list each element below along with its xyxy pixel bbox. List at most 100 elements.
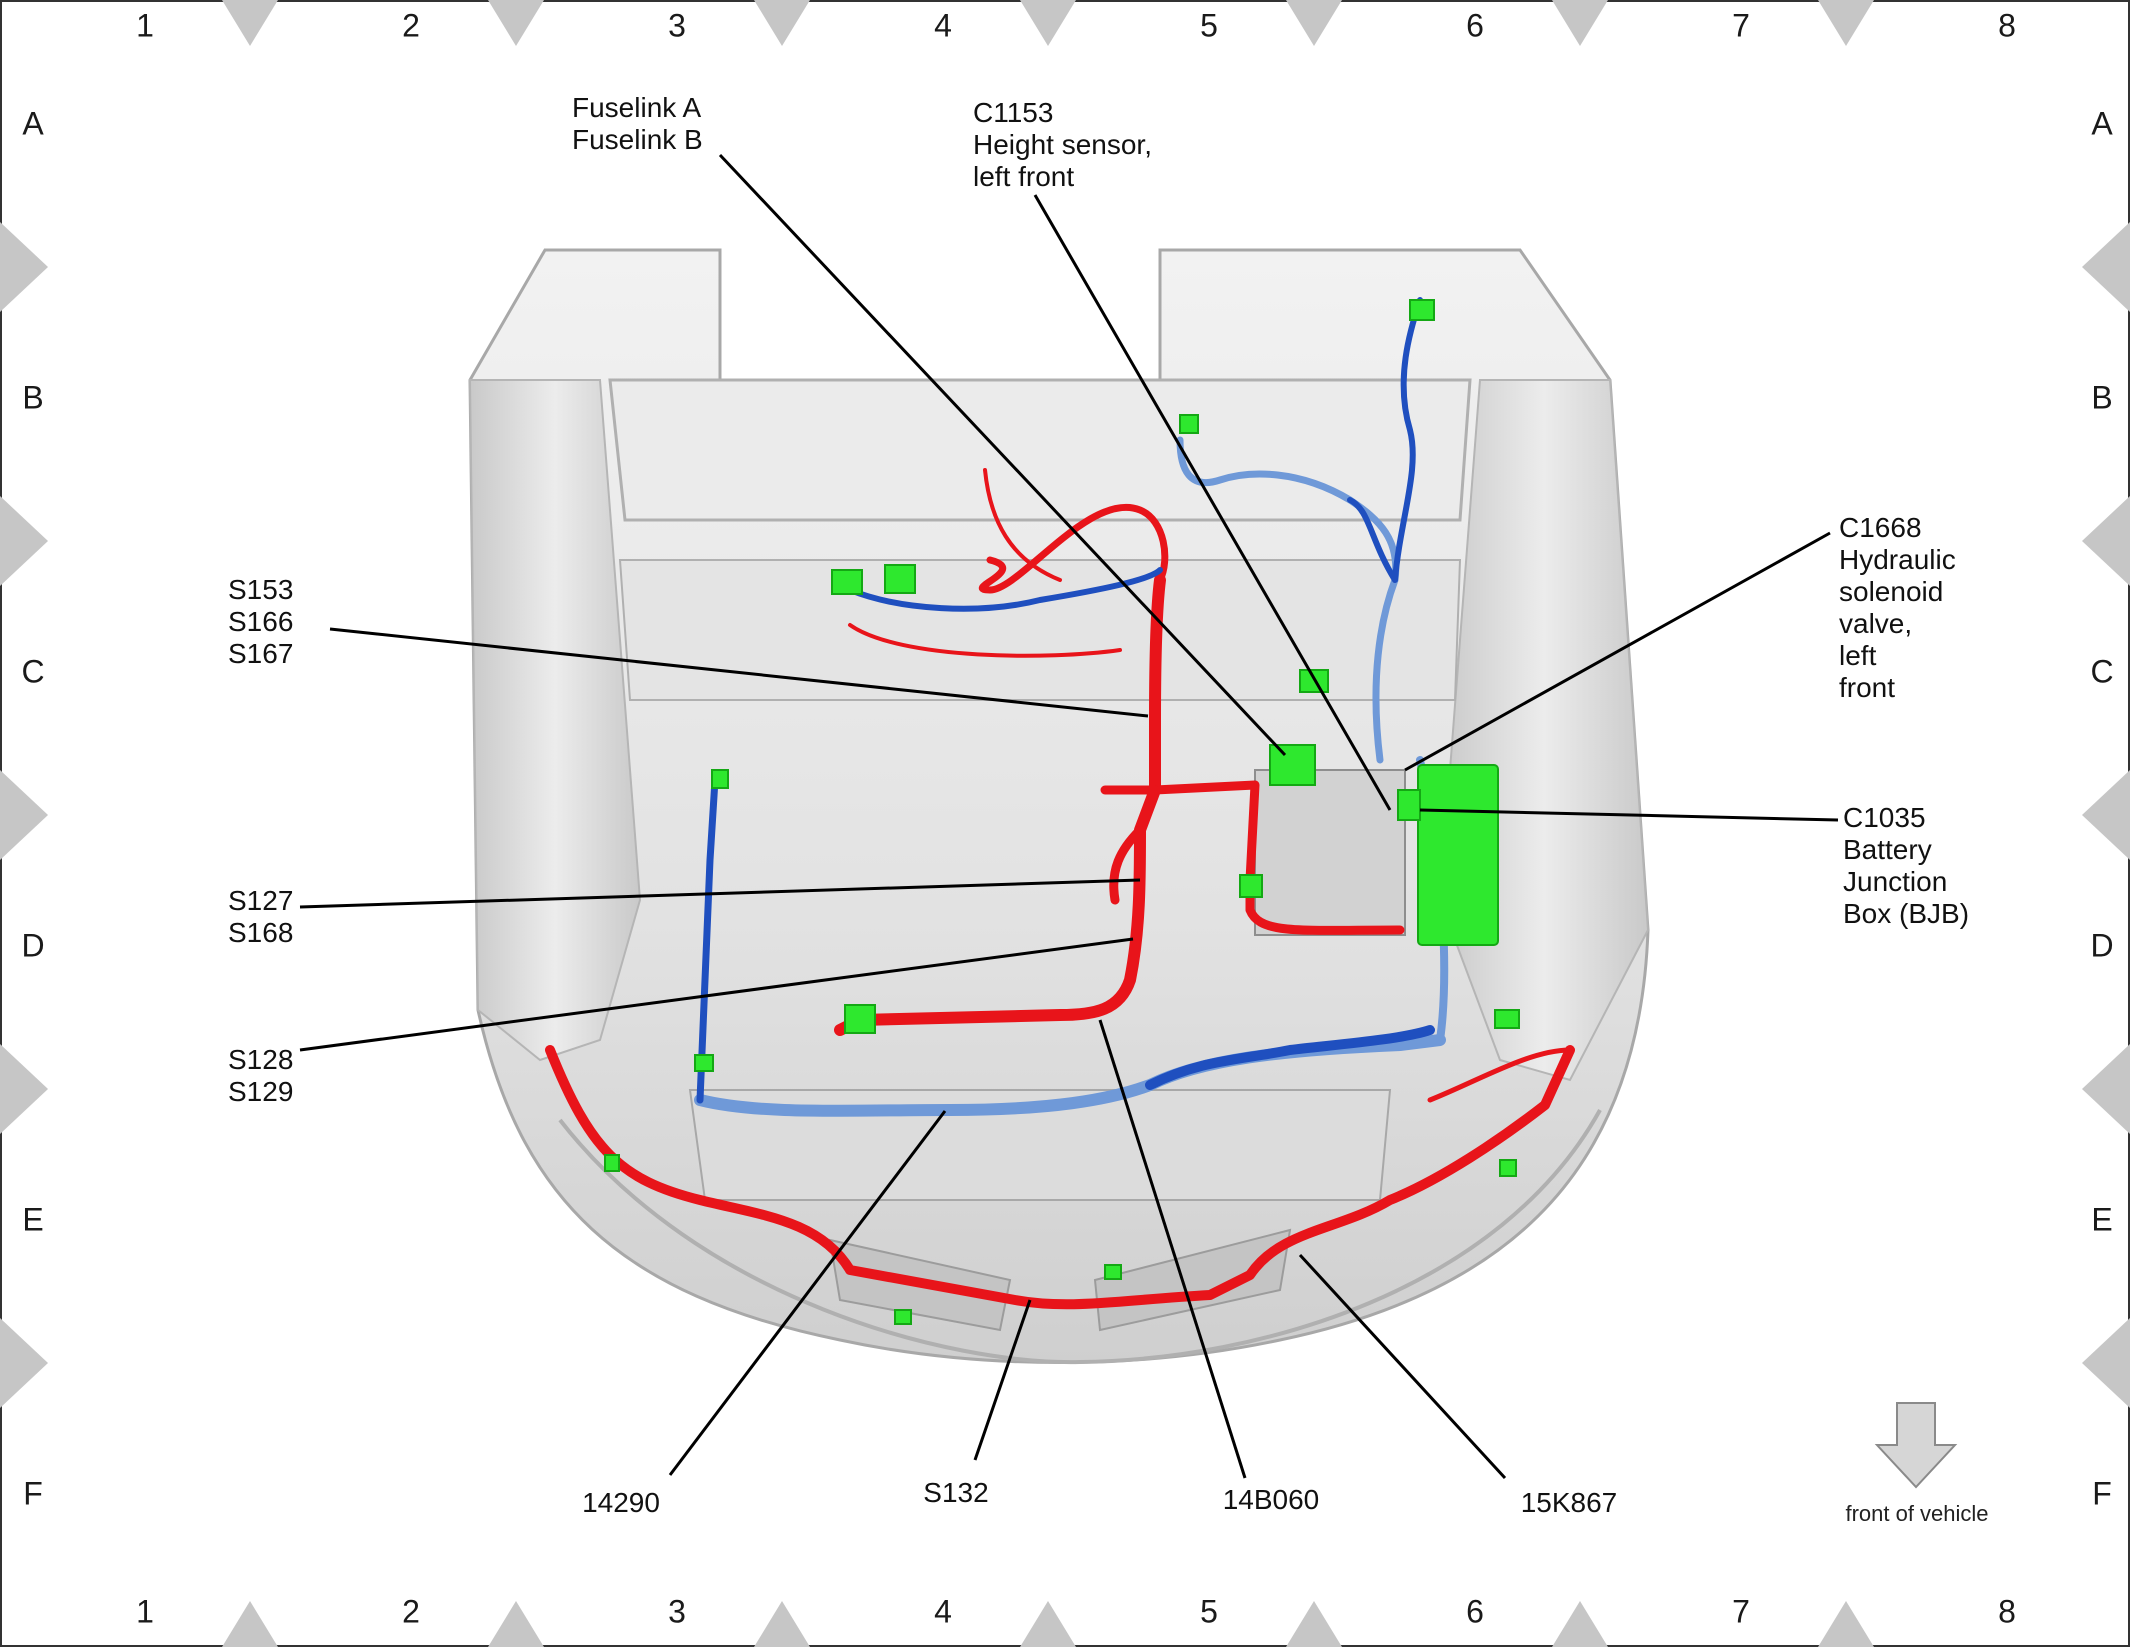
harness-14b060-upper [978,504,1169,594]
harness-14290 [694,297,1449,1117]
leader-15k867 [1298,1253,1507,1480]
callout-s127-line2: S168 [228,917,293,948]
callout-c1668: C1668 Hydraulic solenoid valve, left fro… [1839,512,1956,703]
callout-c1668-line4: valve, [1839,608,1912,639]
radiator-support [608,378,1472,522]
leader-c1153 [1033,194,1392,811]
grid-col-5-top: 5 [1200,7,1218,43]
c1668-connector [1397,789,1421,821]
callout-c1668-line6: front [1839,672,1895,703]
harness-15k867-branch [1427,1047,1573,1103]
grid-col-3-top: 3 [668,7,686,43]
callout-fuselink: Fuselink A Fuselink B [572,92,703,155]
callout-15k867: 15K867 [1521,1487,1618,1518]
grid-col-2-top: 2 [402,7,420,43]
grid-col-4-top: 4 [934,7,952,43]
callout-s128-line1: S128 [228,1044,293,1075]
leader-s132 [973,1299,1032,1461]
harness-14290-left-riser [696,776,719,1104]
harness-14290-crossbar [847,567,1163,612]
vehicle-front-body [468,248,1650,1365]
callout-14290: 14290 [582,1487,660,1518]
grid-rows-left: A B C D E F [21,105,44,1511]
leader-fuselink [718,153,1287,757]
grid-row-b-left: B [22,379,43,415]
grid-col-6-bottom: 6 [1466,1593,1484,1629]
harness-14b060-branch-left [1100,785,1160,905]
callout-c1035-line1: C1035 [1843,802,1926,833]
harness-15k867-main [545,1045,1575,1310]
harness-14290-upper-dark [1347,297,1423,583]
callout-s128: S128 S129 [228,1044,293,1107]
lower-lip [558,1109,1602,1365]
bjb-connector [1417,764,1499,946]
callout-s153-line3: S167 [228,638,293,669]
grid-col-5-bottom: 5 [1200,1593,1218,1629]
connector-bumper-1 [604,1154,620,1172]
connector-lower-left [844,1004,876,1034]
connector-bumper-3 [894,1309,912,1325]
callout-s127: S127 S168 [228,885,293,948]
callout-fuselink-line1: Fuselink A [572,92,701,123]
connector-left-2 [694,1054,714,1072]
connector-mid [1239,874,1263,898]
front-of-vehicle-label: front of vehicle [1845,1501,1988,1526]
callout-14b060: 14B060 [1223,1484,1320,1515]
grid-rows-right: A B C D E F [2090,105,2113,1511]
grid-row-a-right: A [2091,105,2113,141]
grid-col-1-bottom: 1 [136,1593,154,1629]
leader-c1035 [1419,808,1839,822]
leader-s127 [299,878,1141,909]
connector-left-1 [711,769,729,789]
callout-fuselink-line2: Fuselink B [572,124,703,155]
grid-columns-top: 1 2 3 4 5 6 7 8 [136,7,2016,43]
harness-14b060-trunk [834,574,1166,1036]
grid-col-1-top: 1 [136,7,154,43]
harness-14b060 [834,468,1405,1036]
grid-row-b-right: B [2091,379,2112,415]
callout-c1153: C1153 Height sensor, left front [973,97,1152,192]
harness-14b060-upper-red-thin [848,468,1122,658]
connectors [604,299,1520,1325]
grid-col-4-bottom: 4 [934,1593,952,1629]
leader-s128 [299,937,1134,1052]
callout-c1668-line2: Hydraulic [1839,544,1956,575]
connector-bumper-2 [1499,1159,1517,1177]
connector-upper-1 [1409,299,1435,321]
callout-c1153-line2: Height sensor, [973,129,1152,160]
grid-col-8-bottom: 8 [1998,1593,2016,1629]
callout-c1668-line5: left [1839,640,1877,671]
connector-upper-left-1 [831,569,863,595]
callout-s128-line2: S129 [228,1076,293,1107]
harness-15k867 [545,1045,1575,1310]
callout-s153-line1: S153 [228,574,293,605]
callout-c1153-line3: left front [973,161,1074,192]
connector-bumper-4 [1104,1264,1122,1280]
callout-c1035-line4: Box (BJB) [1843,898,1969,929]
front-of-vehicle-indicator: front of vehicle [1845,1402,1989,1526]
leader-c1668 [1404,531,1831,772]
grid-row-a-left: A [22,105,44,141]
callout-c1668-line1: C1668 [1839,512,1922,543]
grid-col-2-bottom: 2 [402,1593,420,1629]
grid-row-f-right: F [2092,1475,2112,1511]
connector-lower-right [1494,1009,1520,1029]
grid-row-f-left: F [23,1475,43,1511]
leader-14b060 [1098,1019,1247,1479]
connector-upper-left-2 [884,564,916,594]
grid-col-7-top: 7 [1732,7,1750,43]
callout-c1153-line1: C1153 [973,97,1053,128]
callout-c1035: C1035 Battery Junction Box (BJB) [1843,802,1969,929]
callout-s153-line2: S166 [228,606,293,637]
fuselink-connector [1269,744,1316,786]
grid-columns-bottom: 1 2 3 4 5 6 7 8 [136,1593,2016,1629]
callout-c1035-line2: Battery [1843,834,1932,865]
cross-member [618,559,1462,701]
leader-lines [299,153,1839,1480]
bjb-mount-plate [1254,769,1406,936]
callout-s132: S132 [923,1477,988,1508]
grid-row-c-left: C [21,653,44,689]
right-fender [1438,379,1650,1082]
